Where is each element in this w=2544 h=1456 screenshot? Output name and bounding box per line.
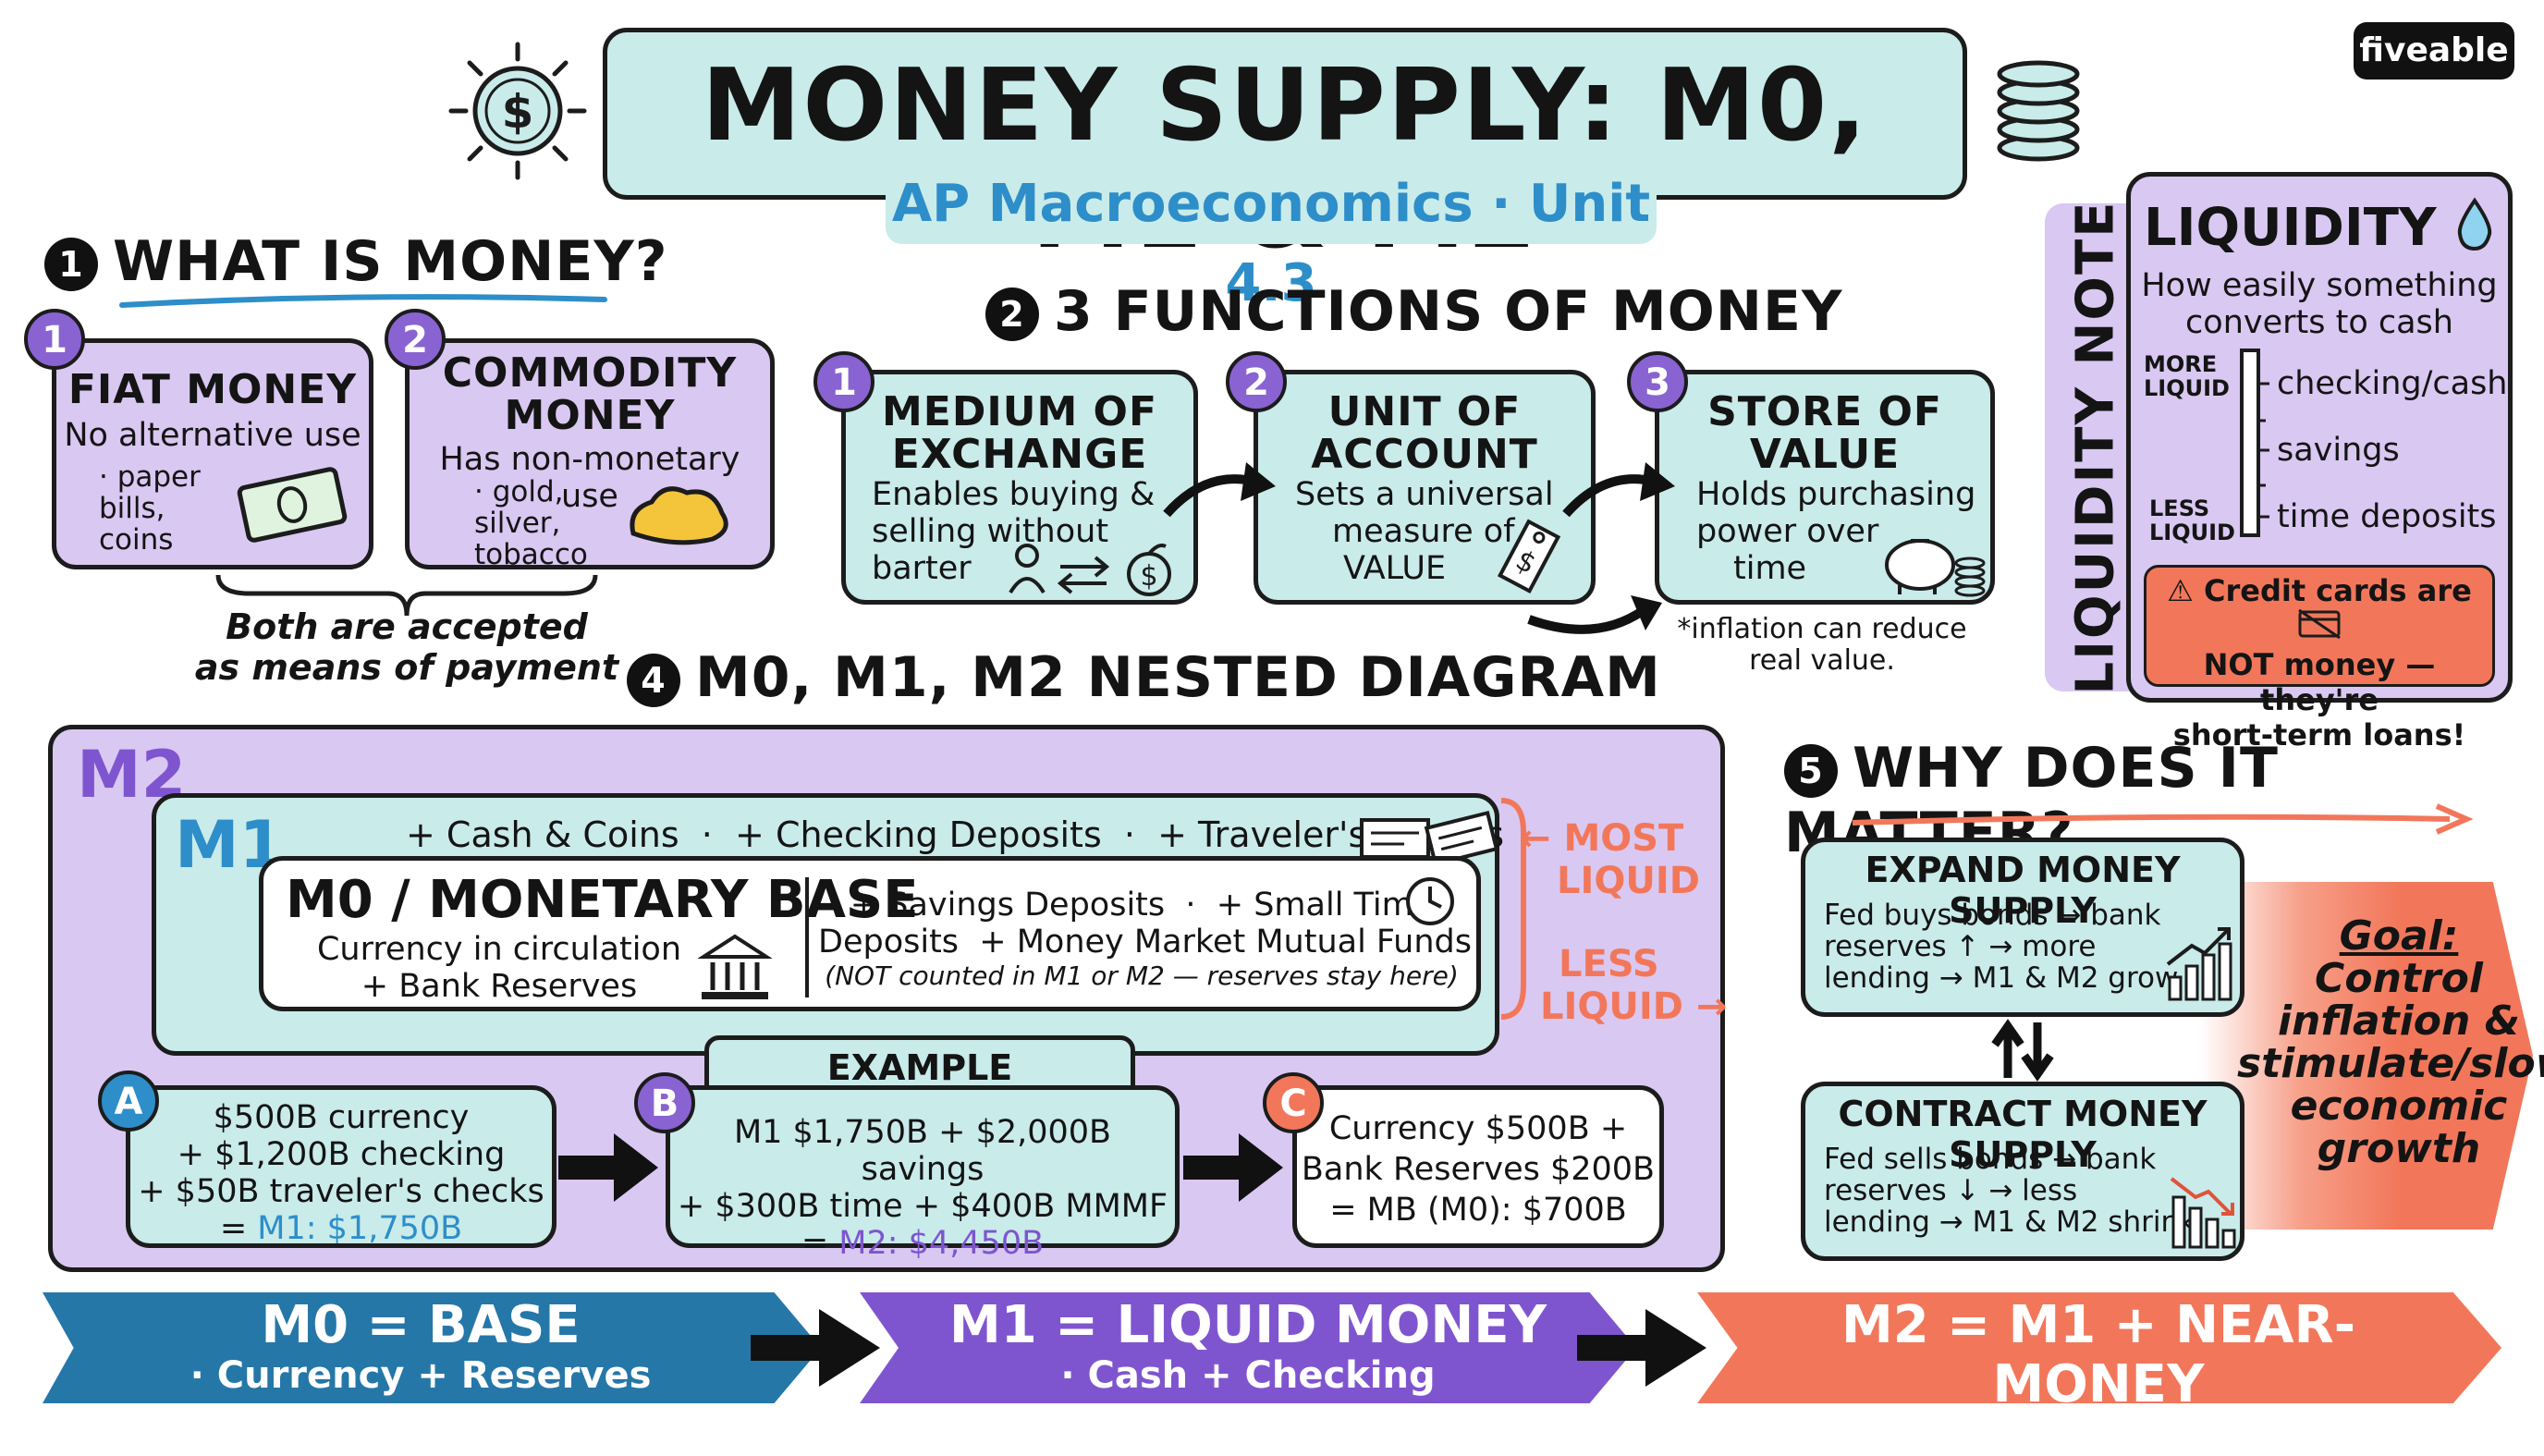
bank-icon — [697, 931, 773, 1005]
section-number: 1 — [44, 238, 98, 292]
rising-chart-icon — [2164, 922, 2234, 1005]
liquidity-card: LIQUIDITY How easily something converts … — [2126, 172, 2513, 752]
banner-m2 — [1697, 1292, 2501, 1403]
coin-stack-icon — [1988, 55, 2089, 166]
clock-icon — [1402, 874, 1458, 929]
m0-title: M0 / MONETARY BASE — [286, 870, 919, 930]
banknote-icon — [232, 463, 352, 546]
arrow-icon — [1522, 588, 1670, 643]
arrow-icon — [555, 1126, 662, 1209]
function-card-store-of-value: STORE OF VALUE Holds purchasing power ov… — [1655, 370, 1995, 605]
piggy-bank-icon — [1877, 520, 1988, 600]
function-badge-2: 2 — [1226, 351, 1287, 412]
water-drop-icon — [2454, 197, 2495, 265]
price-tag-icon: $ — [1493, 513, 1567, 596]
calc-card-m2: M1 $1,750B + $2,000B savings + $300B tim… — [666, 1085, 1180, 1262]
subtitle-box: AP Macroeconomics · Unit 4.3 — [886, 165, 1657, 313]
banner-m0-text: M0 = BASE · Currency + Reserves — [190, 1295, 652, 1397]
warning-icon: ⚠ — [2167, 573, 2194, 608]
m1-result: M1: $1,750B — [257, 1210, 463, 1247]
page-subtitle: AP Macroeconomics · Unit 4.3 — [891, 174, 1651, 313]
calc-badge-c: C — [1263, 1072, 1324, 1133]
m0-box: M0 / MONETARY BASE Currency in circulati… — [259, 856, 1481, 1011]
svg-text:$: $ — [1140, 560, 1157, 593]
arrow-icon — [1180, 1126, 1287, 1209]
trade-icon: $ — [1003, 539, 1188, 600]
calc-badge-b: B — [634, 1072, 695, 1133]
banner-m1-text: M1 = LIQUID MONEY · Cash + Checking — [948, 1295, 1547, 1397]
check-icon — [1358, 807, 1499, 867]
contract-money-supply-card: CONTRACT MONEY SUPPLY Fed sells bonds → … — [1801, 1082, 2244, 1261]
calc-badge-a: A — [98, 1071, 159, 1132]
m1-items: + Cash & Coins · + Checking Deposits · +… — [406, 814, 1505, 855]
goal-panel — [2200, 882, 2533, 1230]
falling-chart-icon — [2168, 1169, 2238, 1253]
arrow-icon — [1161, 449, 1281, 523]
fiat-money-card: FIAT MONEY No alternative use · paper bi… — [52, 338, 373, 569]
brace-connector — [213, 569, 601, 625]
up-down-arrows-icon — [1984, 1017, 2061, 1083]
goal-text: Goal: Control inflation & stimulate/slow… — [2237, 912, 2544, 1172]
liquidity-scale-item: checking/cash — [2277, 365, 2508, 402]
calc-card-m0: Currency $500B + Bank Reserves $200B = M… — [1292, 1085, 1664, 1248]
commodity-money-card: COMMODITY MONEY Has non-monetary use · g… — [405, 338, 775, 571]
banner-m2-text: M2 = M1 + NEAR-MONEY · Savings + Markets — [1841, 1295, 2356, 1456]
gold-nugget-icon — [620, 472, 740, 556]
fiveable-logo: fiveable — [2354, 22, 2514, 80]
m0-divider — [805, 877, 809, 997]
function-badge-1: 1 — [813, 351, 874, 412]
expand-money-supply-card: EXPAND MONEY SUPPLY Fed buys bonds → ban… — [1801, 838, 2244, 1017]
credit-card-warning: ⚠ Credit cards are NOT money — they're s… — [2144, 565, 2495, 752]
function-badge-3: 3 — [1627, 351, 1688, 412]
svg-text:$: $ — [502, 85, 534, 139]
commodity-badge: 2 — [385, 309, 446, 370]
arrow-icon — [1560, 449, 1681, 523]
inflation-footnote: *inflation can reduce real value. — [1677, 613, 1967, 677]
liquidity-scale — [2234, 347, 2271, 541]
liquidity-scale-item: savings — [2277, 432, 2400, 469]
sun-dollar-icon: $ — [434, 37, 601, 185]
arrow-icon — [745, 1303, 884, 1392]
heading-arrow — [1849, 795, 2477, 836]
commodity-examples: · gold, silver, tobacco — [474, 475, 588, 571]
heading-underline — [118, 290, 608, 312]
function-card-unit-of-account: UNIT OF ACCOUNT Sets a universal measure… — [1254, 370, 1596, 605]
liquidity-title: LIQUIDITY — [2143, 198, 2437, 259]
liquidity-bracket — [1496, 795, 1533, 1022]
calc-card-m1: $500B currency + $1,200B checking + $50B… — [126, 1085, 556, 1248]
function-card-medium-of-exchange: MEDIUM OF EXCHANGE Enables buying & sell… — [841, 370, 1198, 605]
banner-m0 — [43, 1292, 821, 1403]
fiat-badge: 1 — [24, 309, 85, 370]
banner-m1 — [860, 1292, 1636, 1403]
arrow-icon — [1572, 1303, 1710, 1392]
m2-result: M2: $4,450B — [838, 1225, 1045, 1262]
fiat-examples: · paper bills, coins — [99, 460, 201, 557]
liquidity-scale-item: time deposits — [2277, 498, 2497, 535]
payment-note: Both are accepted as means of payment — [194, 606, 619, 688]
crossed-card-icon — [2297, 608, 2342, 647]
